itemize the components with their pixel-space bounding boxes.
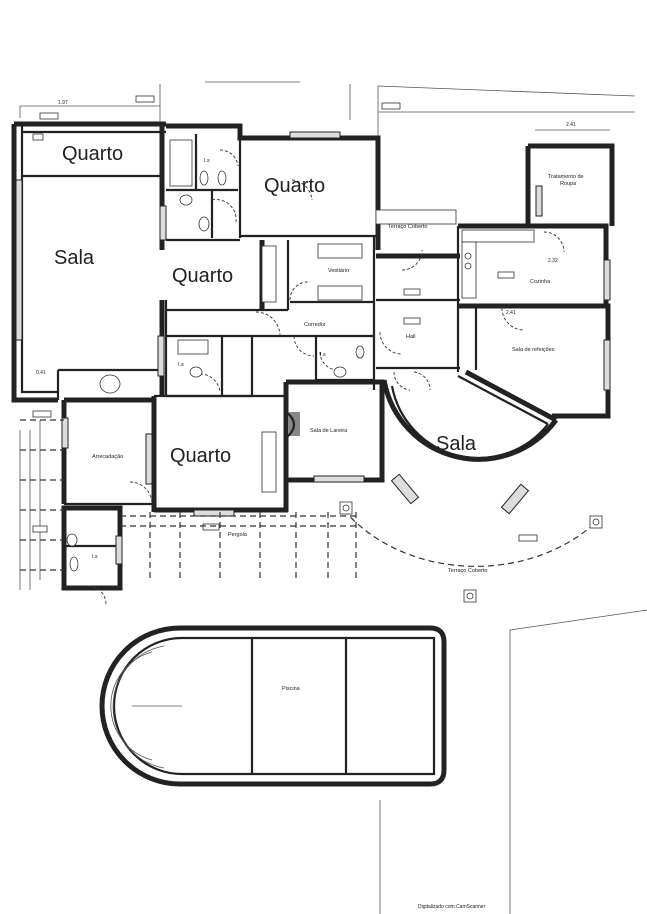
label-is-2: I.s bbox=[178, 362, 184, 368]
scan-footer-note: Digitalizado com CamScanner bbox=[418, 904, 486, 910]
dimension-tags: 1.97 2.41 2.32 2.41 0.41 bbox=[32, 95, 576, 542]
label-cozinha: Cozinha bbox=[530, 279, 551, 285]
label-is-4: I.s bbox=[92, 554, 98, 560]
doors bbox=[87, 149, 565, 605]
dimension-refeicoes: 2.41 bbox=[506, 310, 516, 316]
windows bbox=[15, 131, 611, 565]
label-quarto-top-left: Quarto bbox=[62, 143, 123, 165]
label-hall: Hall bbox=[406, 334, 415, 340]
fixtures bbox=[66, 139, 365, 572]
label-sala-right: Sala bbox=[436, 433, 477, 455]
label-quarto-middle: Quarto bbox=[172, 265, 233, 287]
label-arrecadacao: Arrecadação bbox=[92, 454, 123, 460]
terrace-outline bbox=[339, 501, 603, 603]
label-sala-refeicoes: Sala de refeições bbox=[512, 347, 555, 353]
label-tratamento-2: Roupa bbox=[560, 181, 577, 187]
dimension-top-right: 2.41 bbox=[566, 122, 576, 128]
label-sala-left: Sala bbox=[54, 247, 95, 269]
label-pergola: Pergola bbox=[228, 532, 248, 538]
label-quarto-top-center: Quarto bbox=[264, 175, 325, 197]
label-vestiario: Vestiário bbox=[328, 268, 349, 274]
label-is-1: I.s bbox=[204, 158, 210, 164]
label-sala-lareira: Sala de Lareira bbox=[310, 428, 348, 434]
swimming-pool bbox=[99, 625, 447, 787]
label-is-3: I.s bbox=[320, 352, 326, 358]
room-labels-small: Tratamento de Roupa Terraço Coberto Vest… bbox=[92, 158, 584, 692]
label-quarto-bottom: Quarto bbox=[170, 445, 231, 467]
label-terraco-bottom: Terraço Coberto bbox=[448, 568, 487, 574]
dimension-top-left: 1.97 bbox=[58, 100, 68, 106]
dimension-cozinha: 2.32 bbox=[548, 258, 558, 264]
label-corredor: Corredor bbox=[304, 322, 326, 328]
pergola bbox=[20, 419, 360, 580]
room-labels-large: Quarto Quarto Quarto Quarto Sala Sala bbox=[54, 143, 477, 467]
label-piscina: Piscina bbox=[282, 686, 301, 692]
label-tratamento-1: Tratamento de bbox=[548, 174, 584, 180]
site-lines bbox=[19, 81, 647, 914]
dimension-left: 0.41 bbox=[36, 370, 46, 376]
label-terraco-top: Terraço Coberto bbox=[388, 224, 427, 230]
